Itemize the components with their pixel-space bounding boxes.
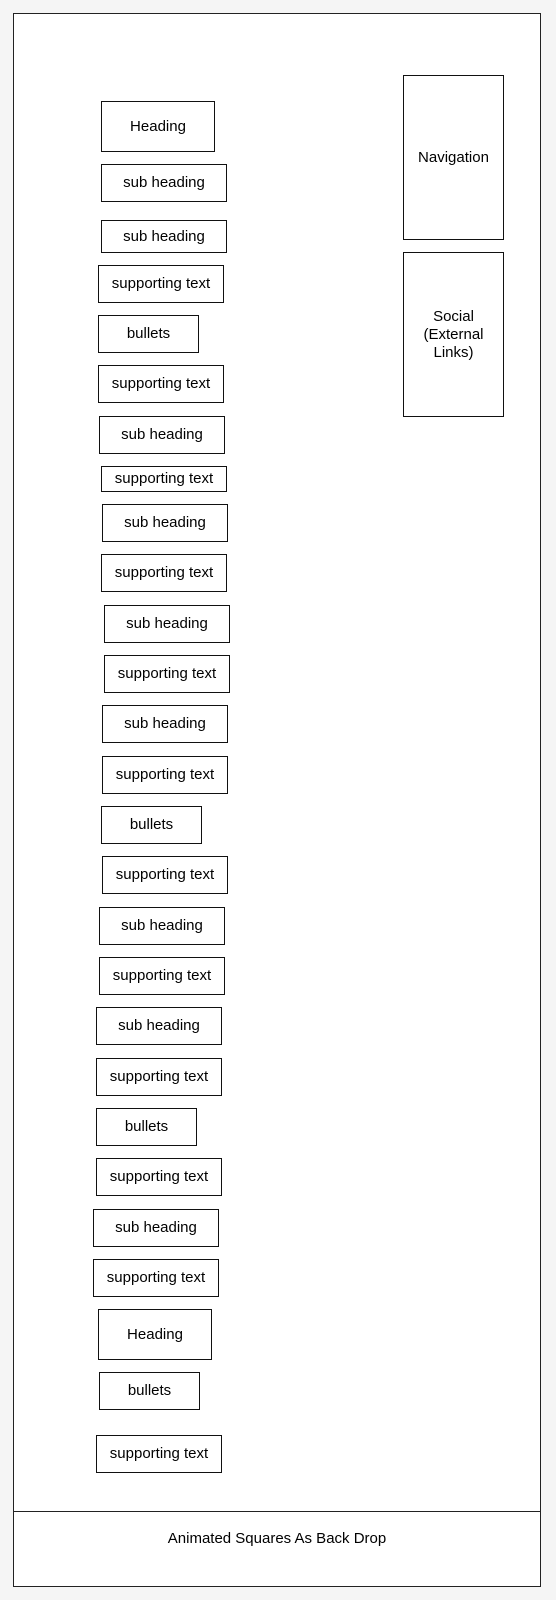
footer-label: Animated Squares As Back Drop (167, 1530, 387, 1547)
supporting-text-box: supporting text (98, 265, 224, 303)
sub-heading-box: sub heading (96, 1007, 222, 1045)
supporting-text-box: supporting text (96, 1058, 222, 1096)
supporting-text-box: supporting text (93, 1259, 219, 1297)
sub-heading-box: sub heading (101, 164, 227, 202)
supporting-text-box: supporting text (101, 466, 227, 492)
bullets-box: bullets (99, 1372, 200, 1410)
supporting-text-box: supporting text (96, 1435, 222, 1473)
supporting-text-box: supporting text (102, 756, 228, 794)
bullets-box: bullets (98, 315, 199, 353)
bullets-box: bullets (96, 1108, 197, 1146)
heading-box: Heading (101, 101, 215, 152)
sub-heading-box: sub heading (101, 220, 227, 253)
bullets-box: bullets (101, 806, 202, 844)
social-links-box[interactable]: Social (External Links) (403, 252, 504, 417)
footer-divider (13, 1511, 541, 1512)
navigation-box[interactable]: Navigation (403, 75, 504, 240)
sub-heading-box: sub heading (93, 1209, 219, 1247)
sub-heading-box: sub heading (99, 416, 225, 454)
supporting-text-box: supporting text (98, 365, 224, 403)
supporting-text-box: supporting text (104, 655, 230, 693)
sub-heading-box: sub heading (104, 605, 230, 643)
sub-heading-box: sub heading (102, 504, 228, 542)
page-frame (13, 13, 541, 1587)
supporting-text-box: supporting text (102, 856, 228, 894)
heading-box: Heading (98, 1309, 212, 1360)
supporting-text-box: supporting text (96, 1158, 222, 1196)
sub-heading-box: sub heading (102, 705, 228, 743)
sub-heading-box: sub heading (99, 907, 225, 945)
supporting-text-box: supporting text (99, 957, 225, 995)
supporting-text-box: supporting text (101, 554, 227, 592)
